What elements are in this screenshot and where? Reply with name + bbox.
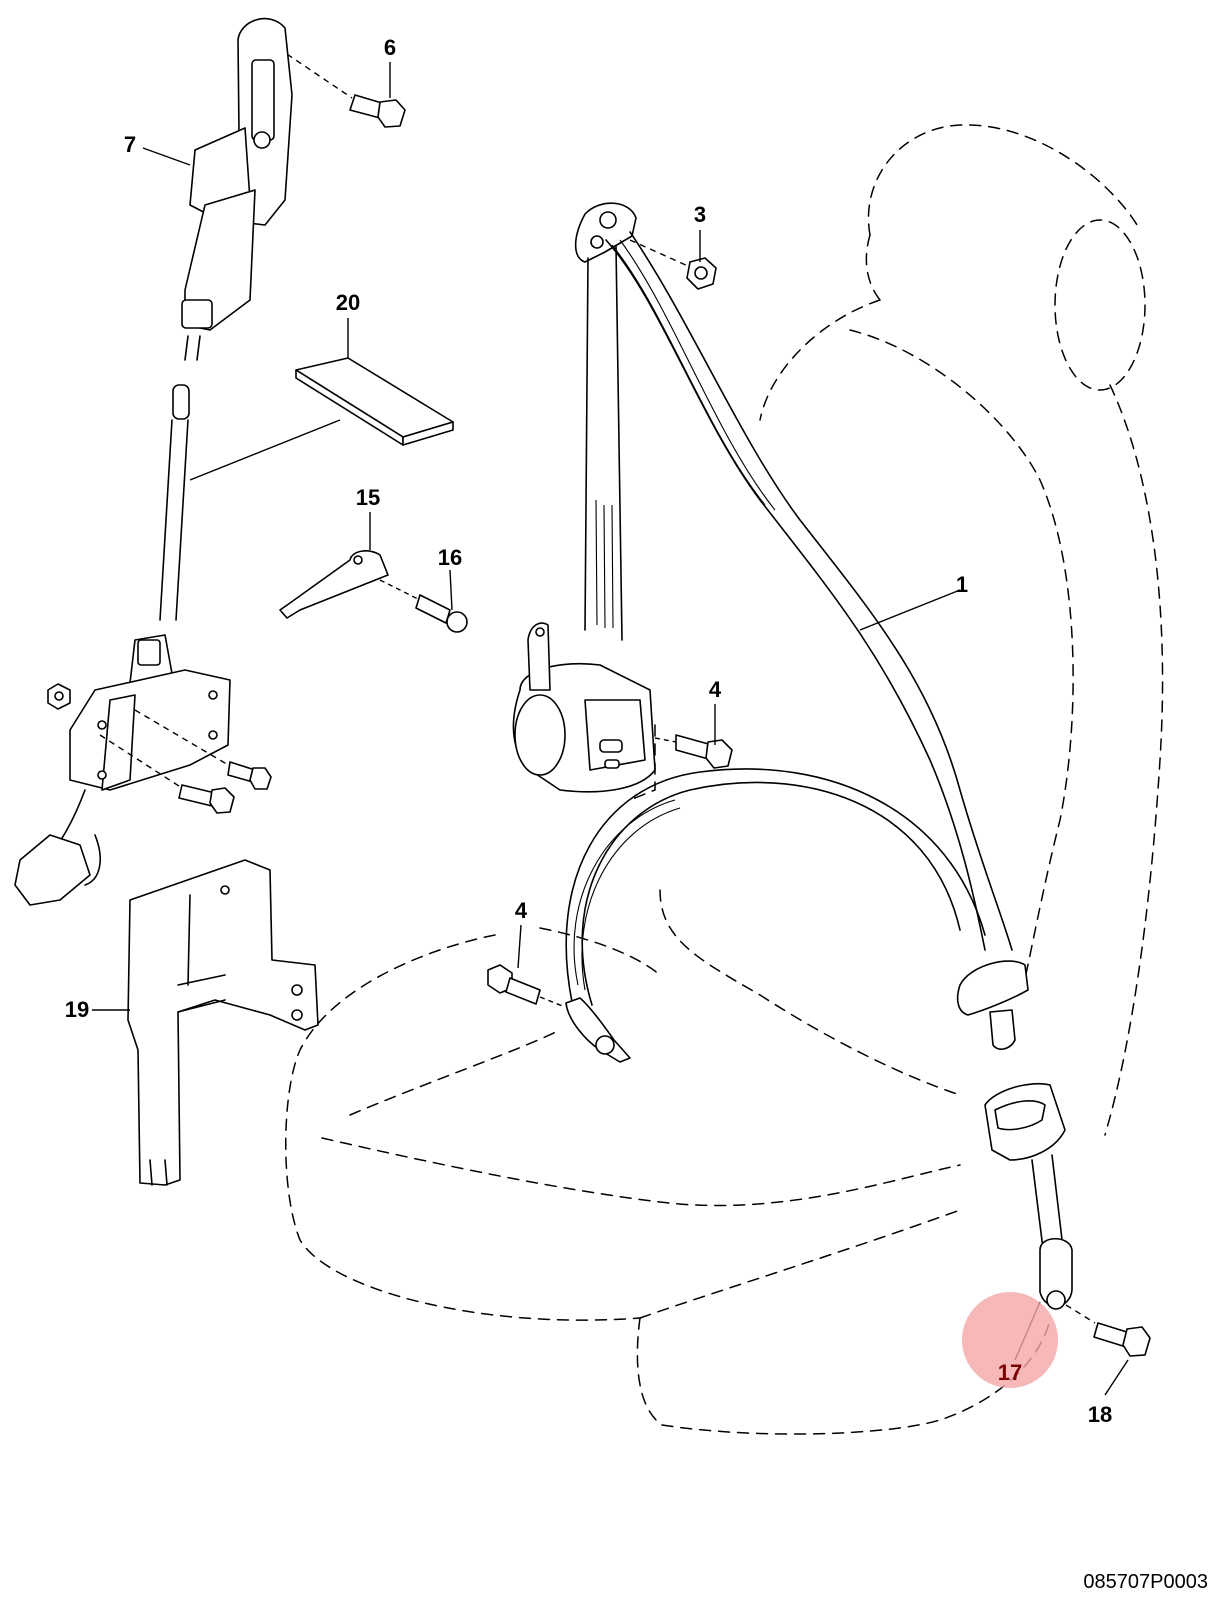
callout-15: 15 — [356, 485, 380, 510]
clip-part-15 — [279, 550, 389, 619]
seat-outline — [285, 124, 1164, 1435]
height-adjuster-part-7 — [14, 17, 341, 906]
pad-part-20 — [295, 357, 454, 446]
callout-7: 7 — [124, 132, 136, 157]
callout-17: 17 — [998, 1360, 1022, 1385]
callout-labels: 1 3 4 4 6 7 15 16 17 18 19 20 — [65, 35, 1112, 1427]
callout-1: 1 — [956, 572, 968, 597]
nut-part-3 — [629, 239, 717, 290]
drawing-number: 085707P0003 — [1083, 1571, 1208, 1593]
callout-4-lower: 4 — [515, 898, 528, 923]
bolt-part-6 — [277, 47, 406, 128]
callout-4-upper: 4 — [709, 677, 722, 702]
callout-20: 20 — [336, 290, 360, 315]
bracket-part-19 — [127, 859, 319, 1186]
callout-16: 16 — [438, 545, 462, 570]
seat-belt-assembly — [512, 202, 1073, 1310]
bolt-part-18 — [1065, 1304, 1151, 1357]
highlight-marker — [962, 1292, 1058, 1388]
callout-18: 18 — [1088, 1402, 1112, 1427]
callout-6: 6 — [384, 35, 396, 60]
callout-19: 19 — [65, 997, 89, 1022]
leader-lines — [92, 62, 1129, 1396]
bolt-part-4-lower — [487, 964, 566, 1008]
callout-3: 3 — [694, 202, 706, 227]
screw-part-16 — [379, 579, 468, 633]
bolt-part-4-upper — [654, 734, 733, 769]
